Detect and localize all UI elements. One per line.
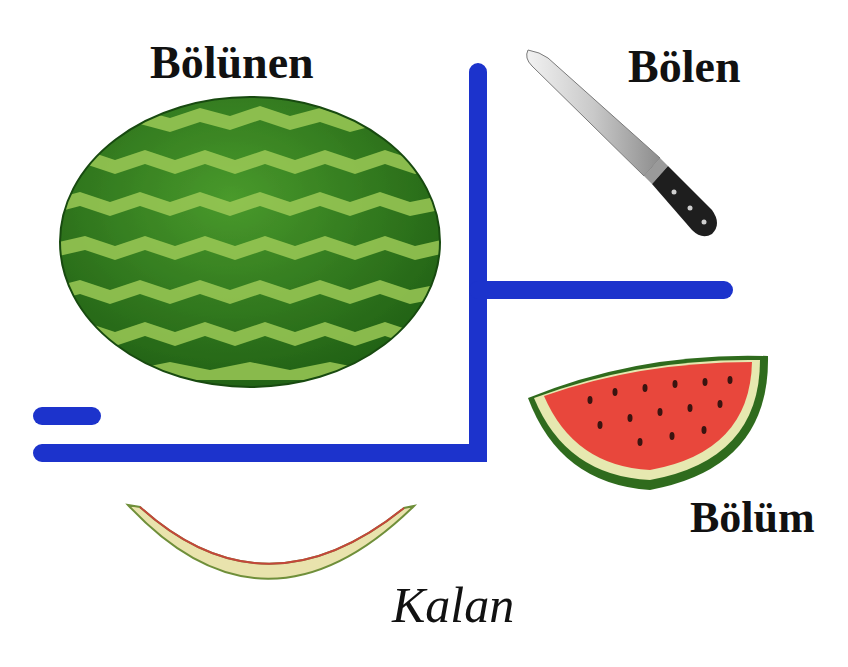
part-label-box: Bölen bbox=[628, 44, 740, 90]
part-label-box: Bölünen bbox=[150, 40, 314, 86]
part-label: Bölüm bbox=[690, 496, 815, 540]
part-label-box: Bölüm bbox=[690, 496, 815, 540]
part-label: Kalan bbox=[392, 580, 514, 630]
watermelon-slice bbox=[528, 356, 768, 490]
part-label-box: Kalan bbox=[392, 580, 514, 630]
part-label: Bölen bbox=[628, 44, 740, 90]
part-label: Bölünen bbox=[150, 40, 314, 86]
watermelon bbox=[50, 97, 450, 387]
watermelon-rind bbox=[128, 505, 414, 579]
